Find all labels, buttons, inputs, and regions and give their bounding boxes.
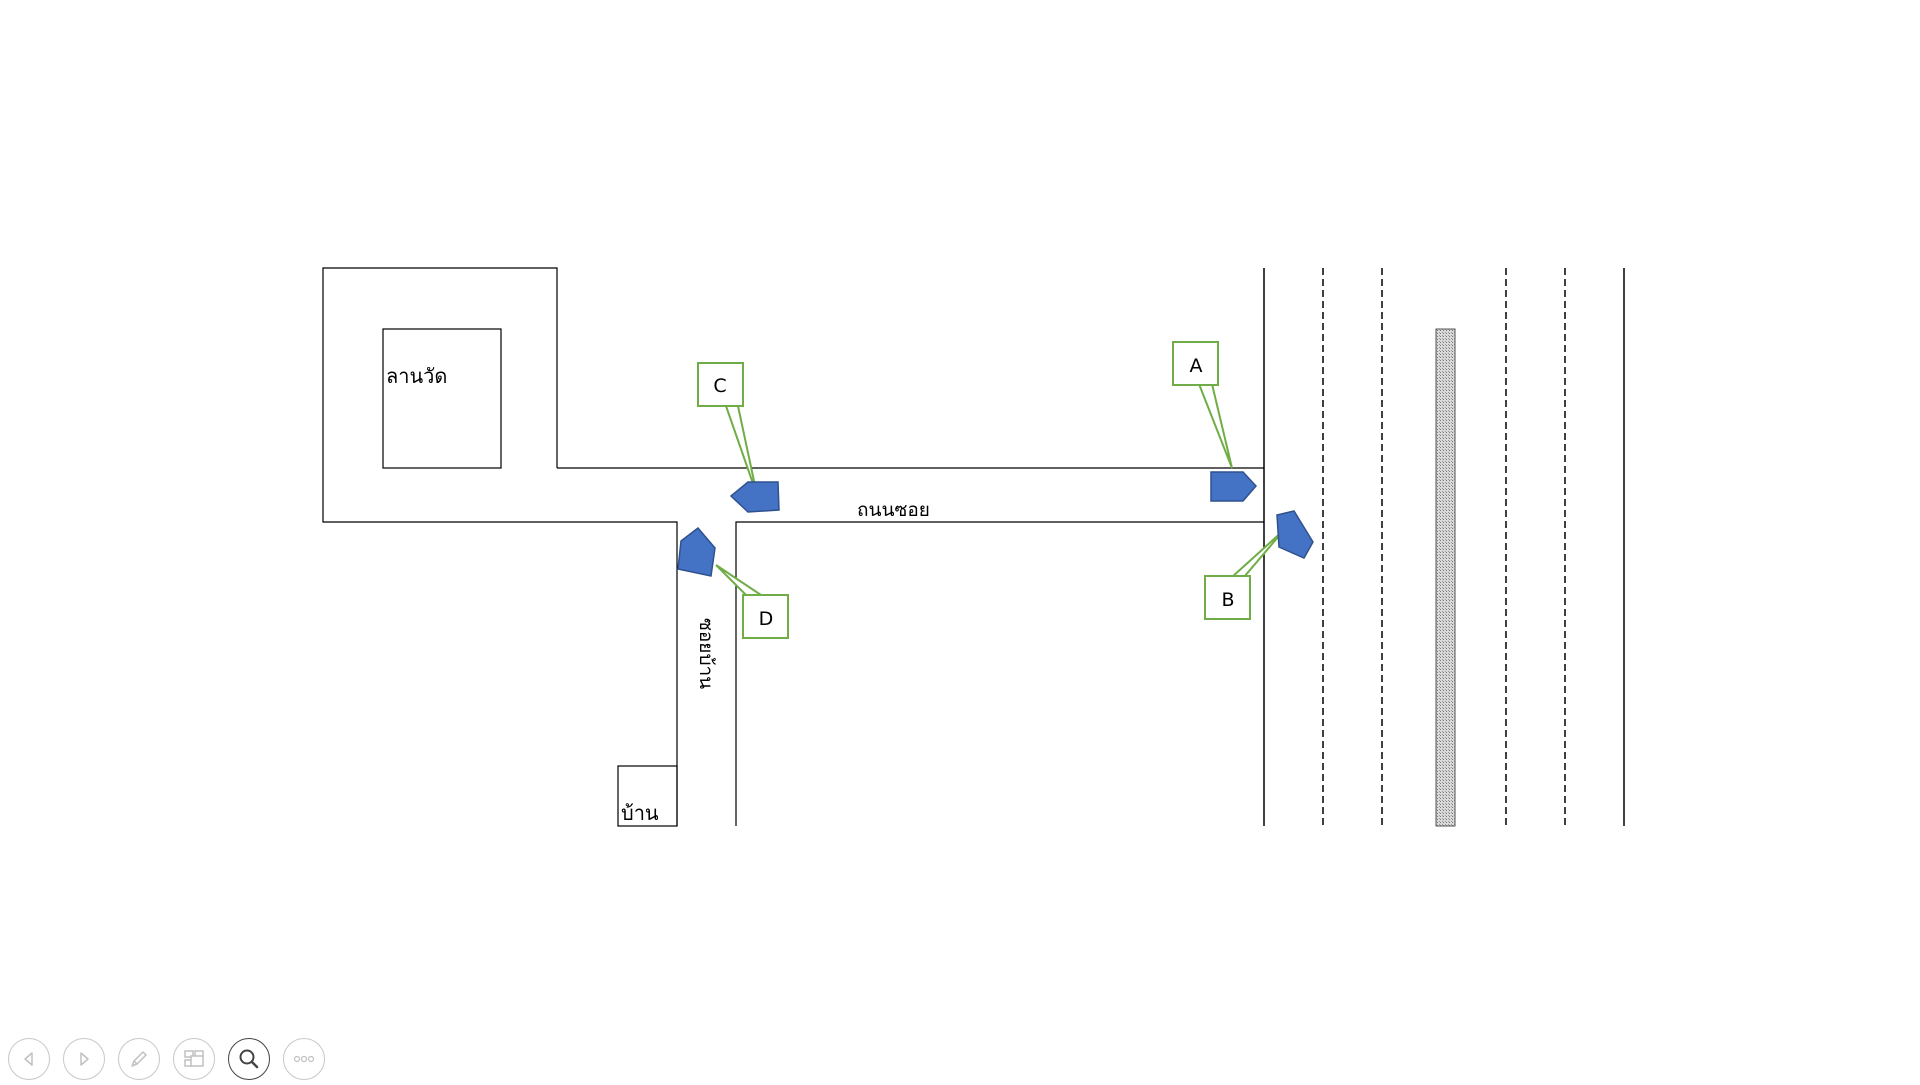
house-label: บ้าน [621,801,659,825]
vehicle-c-icon [729,481,780,513]
vehicle-d-icon [677,526,716,577]
see-all-slides-icon [184,1050,204,1067]
pen-button[interactable] [118,1038,160,1080]
callout-c-label: C [713,375,726,397]
callout-a-pointer [1197,383,1233,469]
callout-b-label: B [1221,589,1234,611]
soi-road-bottom-edge [735,521,1264,826]
callout-a-box [1172,341,1219,386]
previous-slide-button[interactable] [8,1038,50,1080]
temple-courtyard-label: ลานวัด [386,364,447,388]
callout-b-box [1204,575,1251,620]
more-options-button[interactable] [283,1038,325,1080]
zoom-button[interactable] [228,1038,270,1080]
callout-a-label: A [1190,355,1203,377]
more-options-icon [293,1055,315,1063]
callout-d-box [742,594,789,639]
temple-and-soi-outline [322,267,678,826]
soi-road-label: ถนนซอย [857,499,930,521]
side-soi-label: ซอยบ้าน [695,618,717,689]
slideshow-toolbar [8,1038,325,1080]
zoom-icon [239,1049,259,1069]
house-box [617,765,678,827]
callout-c-box [697,362,744,407]
callout-d-pointer [715,564,765,596]
previous-slide-icon [24,1052,33,1066]
callout-d-label: D [759,608,774,630]
see-all-slides-button[interactable] [173,1038,215,1080]
highway-median [1435,328,1456,827]
pen-icon [131,1051,147,1067]
next-slide-button[interactable] [63,1038,105,1080]
callout-b-pointer [1229,529,1285,578]
vehicle-a-icon [1210,471,1258,502]
next-slide-icon [80,1052,89,1066]
temple-courtyard-box [382,328,502,469]
vehicle-b-icon [1276,510,1314,559]
